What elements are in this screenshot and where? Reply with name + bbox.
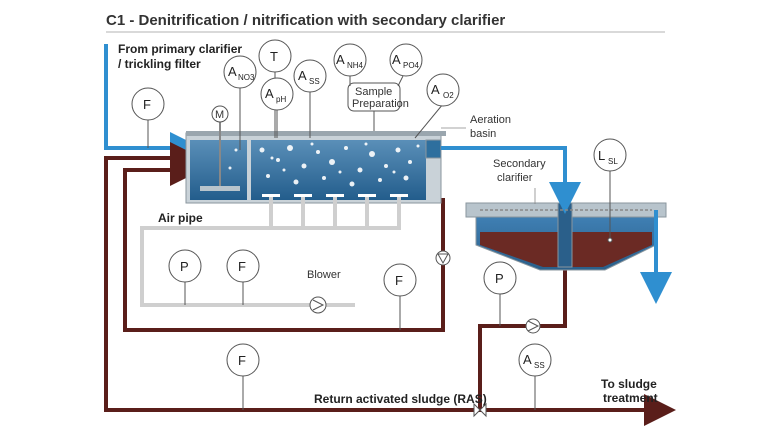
instrument-a-ss-ras: A SS <box>518 343 552 410</box>
anoxic-divider <box>247 140 251 200</box>
recycle-pump-icon <box>435 250 451 266</box>
basin-top-rail <box>186 131 446 136</box>
overflow-box <box>425 139 442 159</box>
svg-text:SL: SL <box>608 157 618 166</box>
ras-label: Return activated sludge (RAS) <box>314 392 487 406</box>
sludge-label-1: To sludge <box>601 377 657 391</box>
svg-text:SS: SS <box>309 77 320 86</box>
svg-text:A: A <box>265 86 274 101</box>
svg-text:A: A <box>523 352 532 367</box>
ras-return-line <box>104 142 660 412</box>
svg-text:P: P <box>180 259 189 274</box>
air-pipe-label: Air pipe <box>158 211 203 225</box>
mixer-blades <box>200 186 240 191</box>
air-pipe-network <box>140 197 401 307</box>
instrument-f-recycle: F <box>383 263 417 330</box>
sample-prep-label-2: Preparation <box>352 98 409 110</box>
diffusers <box>262 194 408 197</box>
svg-text:A: A <box>431 82 440 97</box>
page-title: C1 - Denitrification / nitrification wit… <box>106 12 505 29</box>
instrument-p-ras: P <box>483 261 517 326</box>
instrument-a-no3: A NO3 <box>223 55 257 150</box>
svg-text:A: A <box>392 52 401 67</box>
instrument-a-ph: A pH <box>260 77 294 138</box>
svg-text:L: L <box>598 148 605 163</box>
clarifier-inlet-pipe <box>441 146 581 214</box>
svg-text:F: F <box>395 273 403 288</box>
ras-valve-icon <box>473 402 487 418</box>
svg-text:NH4: NH4 <box>347 61 364 70</box>
svg-text:F: F <box>238 353 246 368</box>
blower-label: Blower <box>307 269 341 281</box>
instrument-f-inflow: F <box>131 87 165 148</box>
ras-pump-icon <box>525 318 541 334</box>
instrument-motor: M <box>211 105 229 123</box>
svg-text:A: A <box>298 68 307 83</box>
instrument-f-ras: F <box>226 343 260 410</box>
svg-text:P: P <box>495 271 504 286</box>
instrument-a-po4: A PO4 <box>389 43 423 87</box>
sample-prep-label-1: Sample <box>355 86 392 98</box>
svg-text:SS: SS <box>534 361 545 370</box>
inflow-pipe <box>104 44 202 164</box>
svg-text:A: A <box>228 64 237 79</box>
aeration-label-2: basin <box>470 128 496 140</box>
clarifier-inlet-well <box>557 202 573 268</box>
aeration-bubbles <box>228 142 420 187</box>
clarifier-label-1: Secondary <box>493 158 546 170</box>
instrument-a-o2: A O2 <box>414 73 460 139</box>
ras-pump-line <box>478 270 567 410</box>
aeration-label-1: Aeration <box>470 114 511 126</box>
svg-text:pH: pH <box>276 95 286 104</box>
svg-text:F: F <box>143 97 151 112</box>
svg-text:M: M <box>215 109 224 121</box>
svg-text:A: A <box>336 52 345 67</box>
inflow-label-1: From primary clarifier <box>118 42 242 56</box>
svg-text:NO3: NO3 <box>238 73 255 82</box>
instrument-a-ss: A SS <box>293 59 327 138</box>
inflow-label-2: / trickling filter <box>118 57 201 71</box>
sludge-label-2: treatment <box>603 391 658 405</box>
svg-text:F: F <box>238 259 246 274</box>
svg-text:O2: O2 <box>443 91 454 100</box>
svg-text:PO4: PO4 <box>403 61 420 70</box>
instrument-a-nh4: A NH4 <box>333 43 367 86</box>
svg-text:T: T <box>270 49 278 64</box>
instrument-f-air: F <box>226 249 260 305</box>
instrument-l-sl: L SL <box>593 138 627 243</box>
clarifier-label-2: clarifier <box>497 172 533 184</box>
instrument-p-air: P <box>168 249 202 305</box>
